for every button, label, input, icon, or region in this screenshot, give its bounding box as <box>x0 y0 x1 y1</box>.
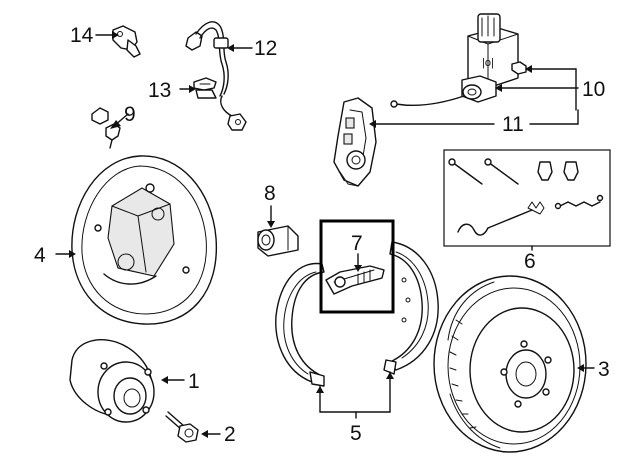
part-5-brake-shoe-right[interactable] <box>383 241 439 375</box>
callout-5: 5 <box>350 422 362 445</box>
callout-4: 4 <box>34 244 46 267</box>
callout-10: 10 <box>582 78 605 101</box>
part-7-adjuster[interactable] <box>325 265 385 295</box>
part-11-cable[interactable] <box>390 95 465 108</box>
leader-14 <box>95 31 119 39</box>
part-8-wheel-cylinder[interactable] <box>257 225 299 257</box>
leader-13 <box>179 85 196 93</box>
part-11-bracket[interactable] <box>333 97 377 187</box>
leader-7 <box>354 253 362 272</box>
part-9-bleeder-screw[interactable] <box>91 107 121 149</box>
leader-11 <box>369 109 579 128</box>
callout-13: 13 <box>148 79 171 102</box>
part-2-hub-bolt[interactable] <box>165 411 199 443</box>
leader-2 <box>201 430 221 438</box>
part-10-parking-brake-actuator[interactable]: |o| <box>461 13 527 103</box>
part-4-backing-plate[interactable] <box>71 155 218 325</box>
callout-3: 3 <box>598 358 610 381</box>
callout-9: 9 <box>124 103 136 126</box>
actuator-mark: |o| <box>482 57 494 69</box>
part-3-brake-drum[interactable] <box>433 275 587 453</box>
part-13-hose-clip[interactable] <box>193 77 217 99</box>
part-7-highlight-box <box>319 219 395 314</box>
callout-11: 11 <box>502 113 524 136</box>
part-14-speed-sensor[interactable] <box>112 25 141 58</box>
callout-12: 12 <box>254 37 277 60</box>
leader-1 <box>161 376 185 384</box>
callout-14: 14 <box>70 24 94 47</box>
leader-10 <box>495 65 579 111</box>
leader-9 <box>110 113 129 129</box>
part-5-brake-shoe-left[interactable] <box>275 262 325 387</box>
callout-6: 6 <box>524 250 536 273</box>
callout-8: 8 <box>264 182 276 205</box>
part-12-brake-hose[interactable] <box>185 21 247 131</box>
leader-8 <box>267 205 275 228</box>
leader-3 <box>577 364 595 372</box>
leader-12 <box>227 44 253 52</box>
callout-1: 1 <box>188 370 200 393</box>
callout-2: 2 <box>224 423 236 446</box>
part-1-wheel-hub[interactable] <box>69 339 155 423</box>
leader-4 <box>55 250 76 258</box>
callout-7: 7 <box>351 232 363 255</box>
leader-5 <box>316 371 394 419</box>
part-6-hardware-kit[interactable] <box>443 149 611 247</box>
